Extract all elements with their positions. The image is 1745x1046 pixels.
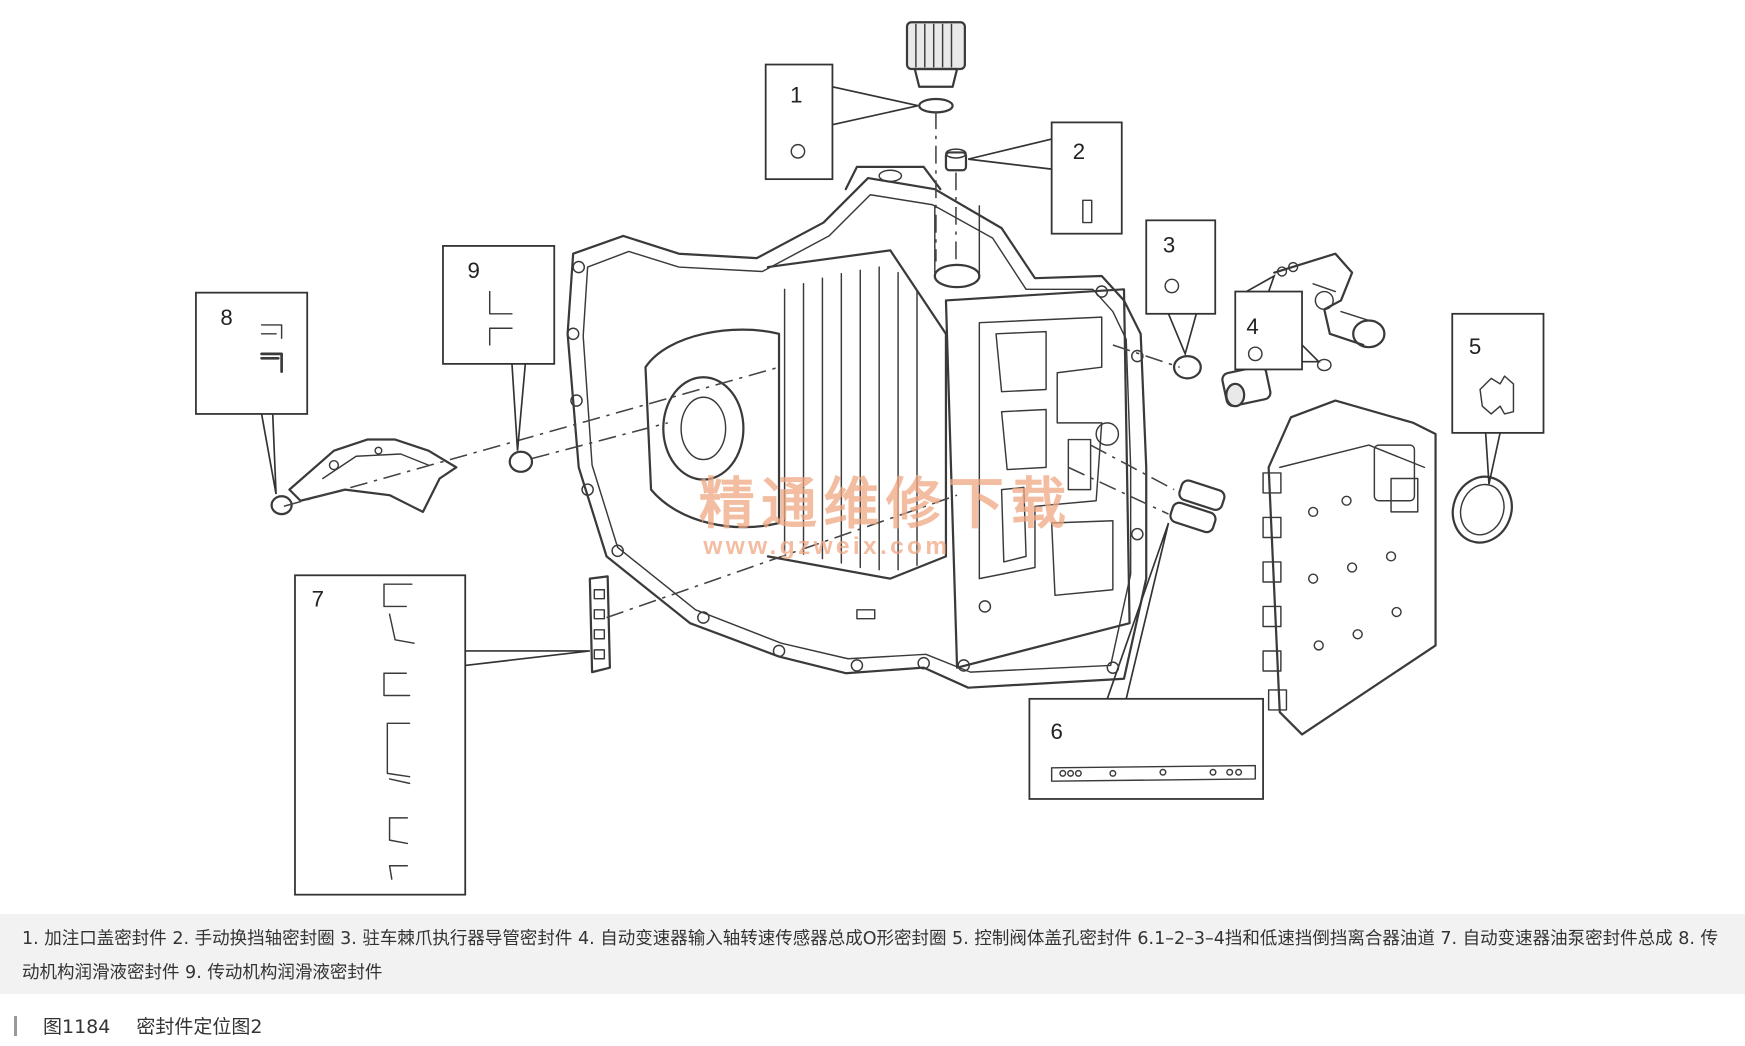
callout-5: 5 [1451, 312, 1545, 485]
lube-seal-8 [270, 438, 458, 516]
lube-seal-9 [508, 450, 534, 473]
caption-bar [14, 1015, 17, 1036]
parts-legend-text: 1. 加注口盖密封件 2. 手动换挡轴密封圈 3. 驻车棘爪执行器导管密封件 4… [22, 929, 1719, 983]
callout-4: 4 [1234, 274, 1321, 371]
callout-3: 3 [1145, 219, 1217, 357]
pump-seal-assembly [588, 575, 611, 674]
callout-6: 6 [1028, 522, 1264, 800]
callout-1: 1 [764, 63, 919, 181]
manual-shaft-seal [944, 148, 968, 172]
callout-number: 9 [467, 258, 479, 283]
callout-7: 7 [294, 574, 590, 896]
watermark-text: 精通维修下载 [699, 472, 1073, 537]
fill-cap [905, 21, 966, 114]
callout-number: 2 [1073, 139, 1085, 164]
figure-number: 图1184 [43, 1016, 111, 1038]
callout-number: 6 [1051, 719, 1063, 744]
callout-9: 9 [442, 245, 556, 451]
parts-legend: 1. 加注口盖密封件 2. 手动换挡轴密封圈 3. 驻车棘爪执行器导管密封件 4… [0, 914, 1745, 994]
control-valve-cover [1262, 399, 1437, 736]
callout-8: 8 [195, 291, 309, 495]
callout-number: 5 [1469, 334, 1481, 359]
figure-caption: 图1184 密封件定位图2 [14, 1012, 262, 1039]
callout-number: 3 [1163, 233, 1175, 258]
clutch-passage-seals [1169, 479, 1226, 534]
callout-number: 7 [312, 586, 324, 611]
watermark-url: www.gzweix.com [702, 533, 950, 560]
callout-2: 2 [968, 121, 1123, 235]
assembly-axes [283, 111, 1180, 619]
callout-number: 4 [1246, 314, 1258, 339]
figure-title: 密封件定位图2 [136, 1016, 263, 1038]
valve-cover-seal [1451, 475, 1513, 544]
callout-number: 1 [790, 82, 802, 107]
callout-number: 8 [220, 305, 232, 330]
transmission-case [566, 165, 1148, 689]
input-speed-sensor [1273, 252, 1386, 372]
